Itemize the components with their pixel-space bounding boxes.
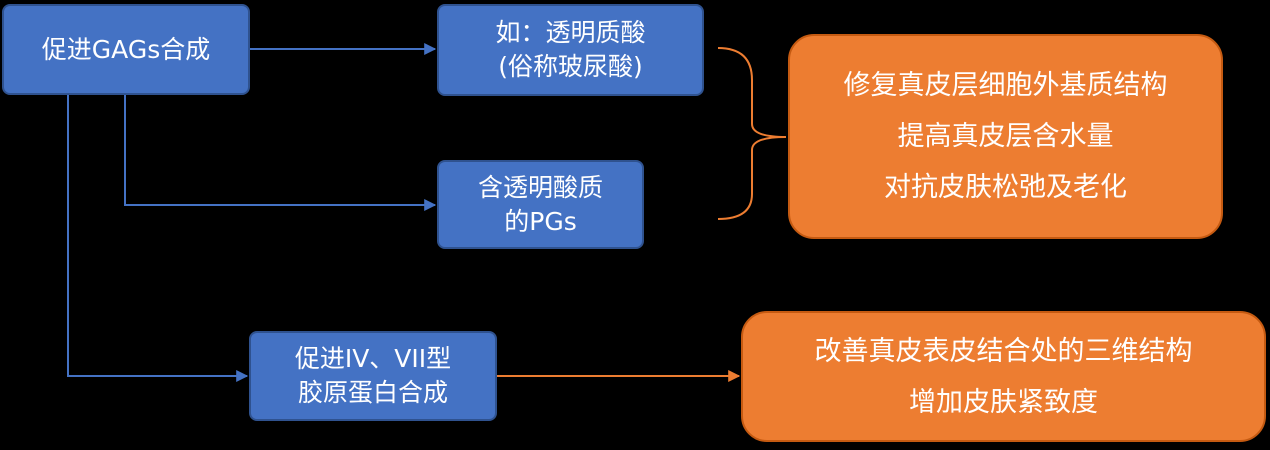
node-effects-bottom: 改善真皮表皮结合处的三维结构 增加皮肤紧致度 bbox=[741, 311, 1266, 442]
node-collagen-line1: 促进IV、VII型 bbox=[294, 344, 452, 374]
node-pgs-line1: 含透明酸质 bbox=[477, 172, 603, 202]
brace-right bbox=[717, 47, 787, 220]
node-pgs: 含透明酸质 的PGs bbox=[437, 160, 644, 249]
effect-line-1: 修复真皮层细胞外基质结构 bbox=[843, 70, 1168, 101]
effect-line-3: 对抗皮肤松弛及老化 bbox=[884, 172, 1127, 203]
node-hyaluronic-line1: 如：透明质酸 bbox=[495, 18, 646, 48]
node-gags: 促进GAGs合成 bbox=[2, 4, 250, 95]
node-pgs-line2: 的PGs bbox=[504, 206, 577, 236]
node-hyaluronic-acid: 如：透明质酸 (俗称玻尿酸) bbox=[437, 4, 704, 96]
arrow-gags-to-collagen bbox=[67, 95, 249, 382]
node-gags-label: 促进GAGs合成 bbox=[41, 34, 211, 64]
node-effects-top: 修复真皮层细胞外基质结构 提高真皮层含水量 对抗皮肤松弛及老化 bbox=[788, 34, 1223, 239]
effect-bottom-line-2: 增加皮肤紧致度 bbox=[909, 386, 1098, 418]
effect-line-2: 提高真皮层含水量 bbox=[897, 121, 1114, 152]
effect-bottom-line-1: 改善真皮表皮结合处的三维结构 bbox=[814, 335, 1193, 367]
node-collagen: 促进IV、VII型 胶原蛋白合成 bbox=[249, 331, 497, 421]
node-collagen-line2: 胶原蛋白合成 bbox=[297, 378, 448, 407]
node-hyaluronic-line2: (俗称玻尿酸) bbox=[498, 52, 643, 81]
arrow-gags-to-pgs bbox=[124, 95, 437, 211]
